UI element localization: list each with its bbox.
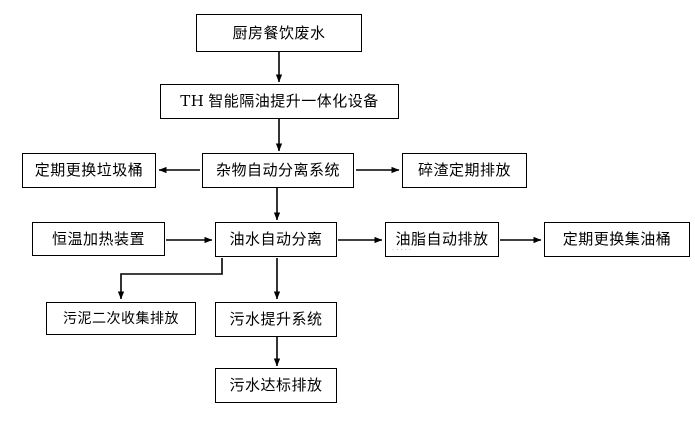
node-label: 污水提升系统 <box>229 310 323 328</box>
node-oil-water-auto-separation[interactable]: 油水自动分离 <box>215 222 337 257</box>
node-label: 油水自动分离 <box>229 230 323 248</box>
node-debris-auto-separation-system[interactable]: 杂物自动分离系统 <box>202 153 354 188</box>
node-label: 污水达标排放 <box>229 376 323 394</box>
node-grease-auto-discharge[interactable]: 油脂自动排放 <box>385 222 499 257</box>
node-replace-trash-bin[interactable]: 定期更换垃圾桶 <box>22 153 156 188</box>
scan-artifact-dots: ····· <box>392 246 414 254</box>
node-label: 定期更换垃圾桶 <box>34 161 144 179</box>
node-label: 恒温加热装置 <box>51 229 145 248</box>
node-kitchen-wastewater[interactable]: 厨房餐饮废水 <box>196 14 362 52</box>
node-label: 定期更换集油桶 <box>562 230 672 248</box>
node-label: 碎渣定期排放 <box>417 161 511 179</box>
node-slag-periodic-discharge[interactable]: 碎渣定期排放 <box>402 153 527 188</box>
node-sewage-lifting-system[interactable]: 污水提升系统 <box>215 302 337 337</box>
node-label: 智能隔油提升一体化设备 <box>208 92 379 110</box>
node-label: 厨房餐饮废水 <box>232 23 326 42</box>
node-label: 污泥二次收集排放 <box>63 310 179 327</box>
node-constant-temperature-heater[interactable]: 恒温加热装置 <box>32 222 165 256</box>
node-sewage-compliant-discharge[interactable]: 污水达标排放 <box>215 368 337 403</box>
node-sludge-secondary-collection-discharge[interactable]: 污泥二次收集排放 <box>46 302 196 335</box>
node-label-lead: TH <box>180 92 205 110</box>
edge-oilwater-to-sludge <box>117 258 223 300</box>
node-label: 杂物自动分离系统 <box>215 161 340 179</box>
node-replace-oil-barrel[interactable]: 定期更换集油桶 <box>544 222 690 257</box>
node-label: 油脂自动排放 <box>395 230 489 248</box>
